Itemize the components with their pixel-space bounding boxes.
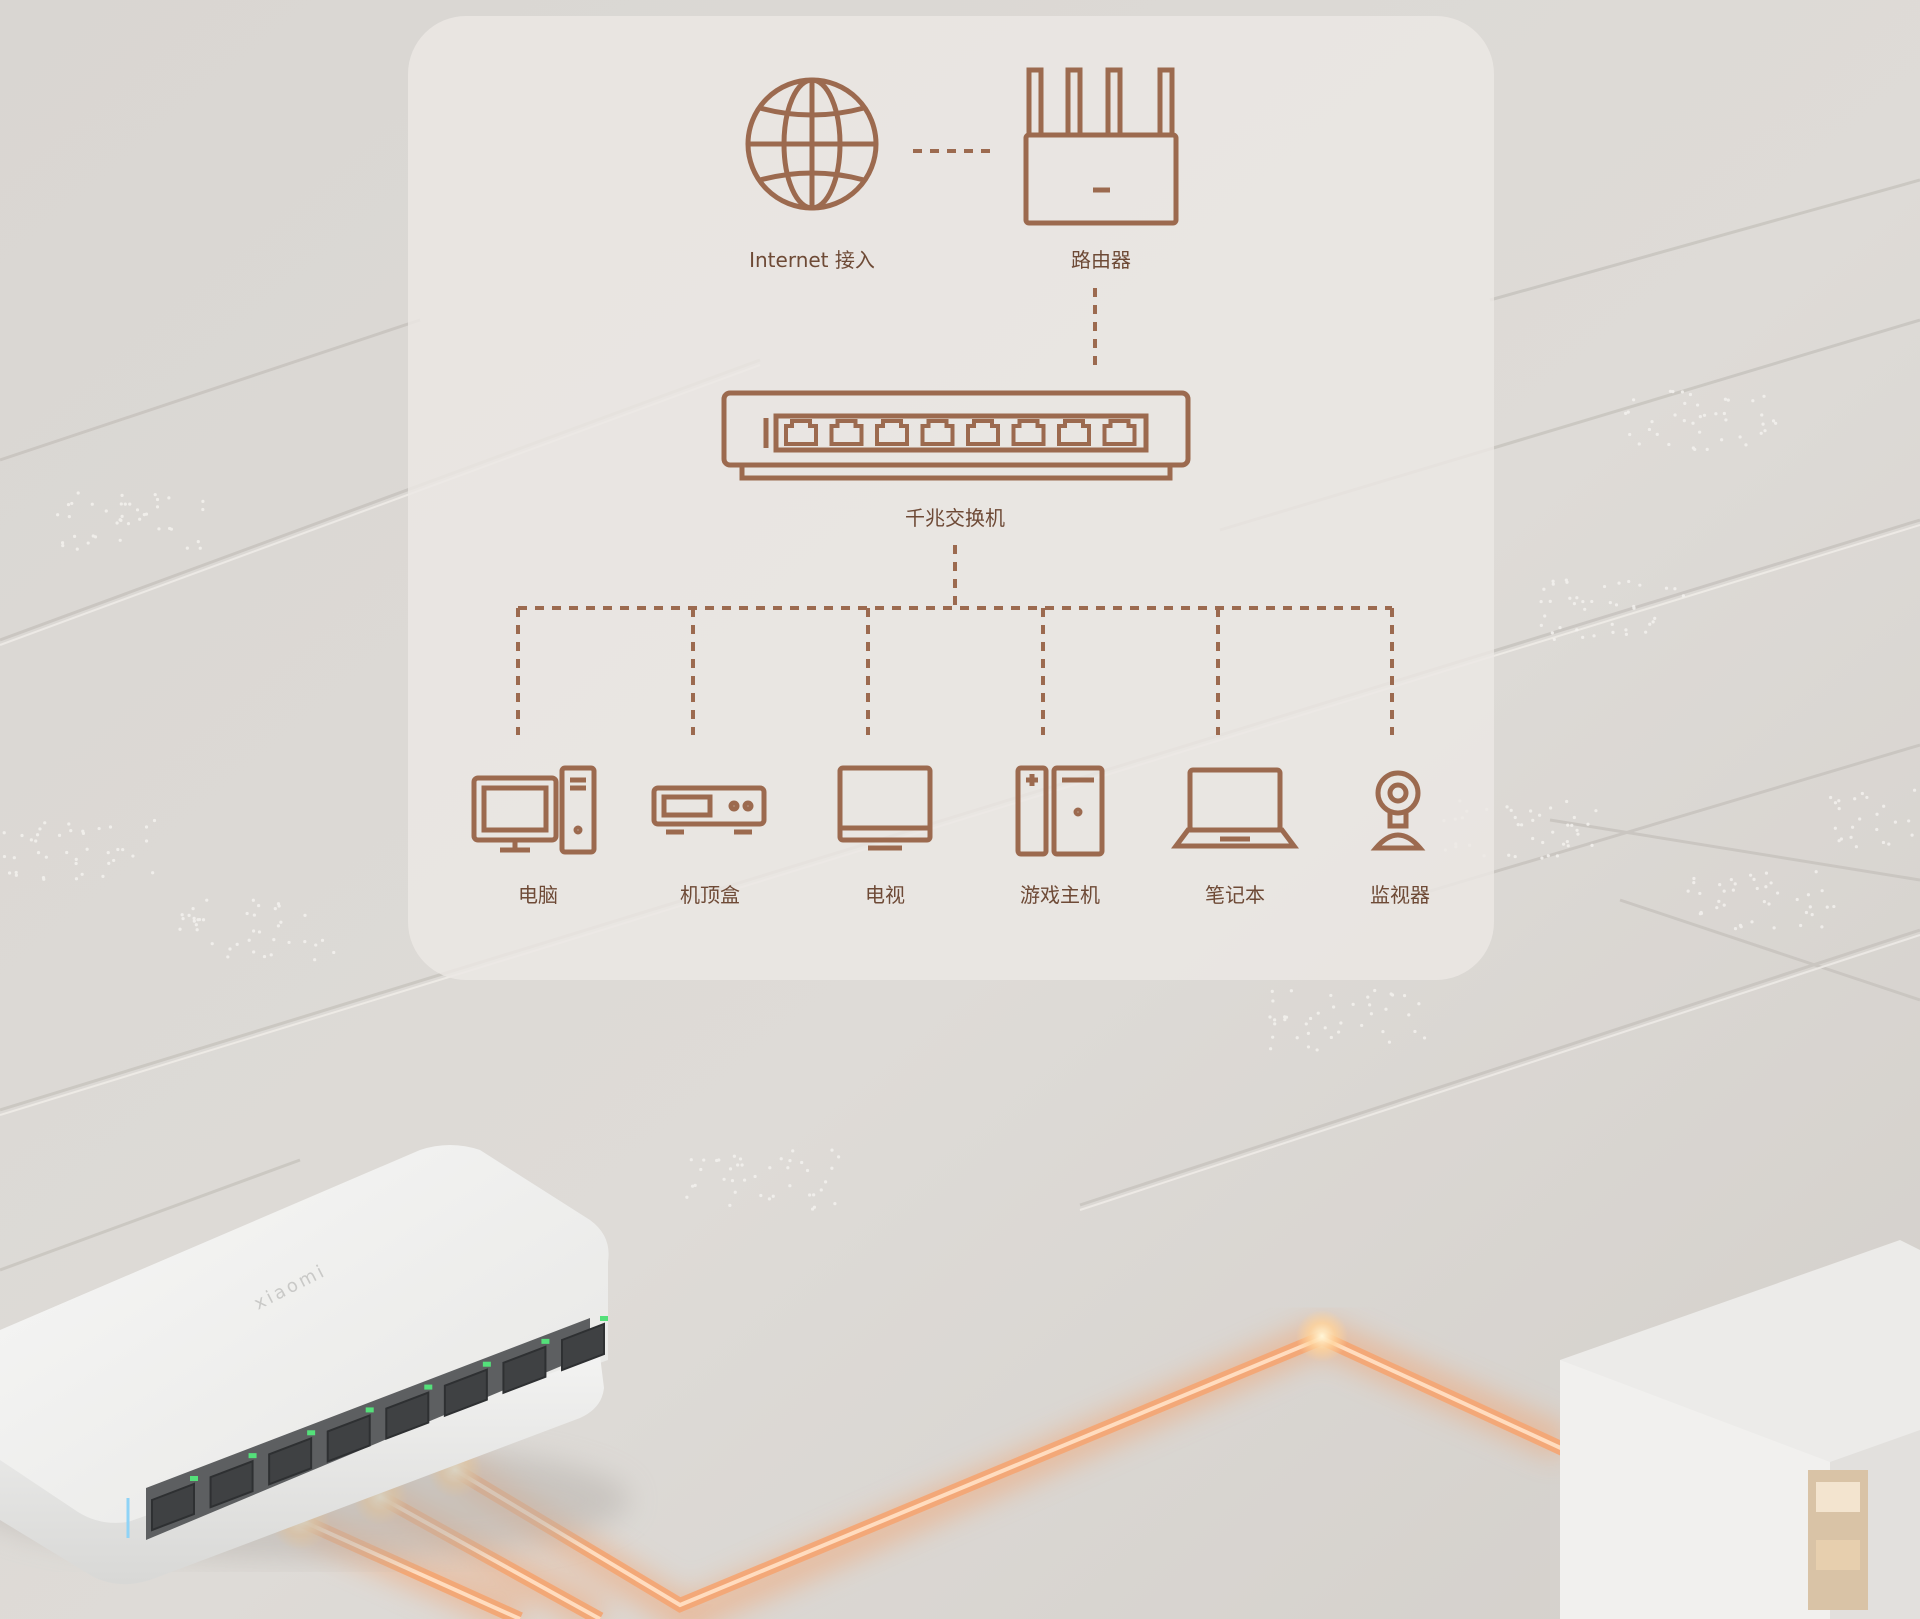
ethernet-port-4 [326, 1413, 371, 1463]
game-console-icon [1015, 765, 1105, 857]
switch-label: 千兆交换机 [905, 506, 1005, 530]
ethernet-port-1 [151, 1482, 195, 1532]
device-label-2: 机顶盒 [680, 883, 740, 907]
port-led-5 [424, 1384, 433, 1390]
connected-device-block [1560, 1240, 1920, 1619]
floor-speckles [2, 389, 1917, 1211]
switch-port-icon-8 [1102, 419, 1137, 446]
diagram-connectors [516, 149, 1394, 735]
port-led-7 [541, 1338, 550, 1344]
tv-icon [837, 765, 933, 851]
device-label-3: 电视 [865, 883, 905, 907]
port-led-6 [482, 1361, 491, 1367]
switch-port-icon-7 [1057, 419, 1091, 446]
switch-ports [784, 419, 1137, 446]
laptop-icon [1171, 767, 1299, 849]
router-label: 路由器 [1071, 248, 1131, 272]
port-led-1 [190, 1476, 198, 1481]
globe-icon [745, 77, 879, 211]
switch-port-icon-3 [875, 419, 909, 446]
internet-label: Internet 接入 [749, 248, 875, 272]
switch-port-icon-2 [829, 419, 864, 446]
switch-port-row [151, 1316, 608, 1532]
switch-port-icon-1 [784, 419, 818, 446]
ethernet-port-5 [385, 1391, 430, 1441]
port-led-8 [600, 1316, 608, 1321]
security-camera-icon [1370, 770, 1426, 851]
ethernet-port-7 [502, 1345, 547, 1395]
diagram-panel [408, 16, 1494, 980]
switch-icon [721, 390, 1191, 481]
router-icon [1023, 67, 1179, 226]
ethernet-port-6 [443, 1368, 488, 1418]
set-top-box-icon [651, 785, 767, 835]
desktop-computer-icon [471, 765, 597, 855]
port-led-3 [307, 1430, 316, 1436]
port-led-2 [248, 1453, 257, 1459]
ethernet-port-8 [561, 1322, 605, 1372]
ethernet-port-3 [268, 1436, 313, 1486]
device-label-4: 游戏主机 [1020, 883, 1100, 907]
switch-port-icon-4 [920, 419, 955, 446]
switch-port-icon-6 [1011, 419, 1046, 446]
device-label-6: 监视器 [1370, 883, 1430, 907]
ethernet-port-2 [209, 1459, 254, 1509]
switch-port-icon-5 [966, 419, 1000, 446]
port-led-4 [365, 1407, 374, 1413]
device-label-1: 电脑 [518, 883, 558, 907]
device-label-5: 笔记本 [1205, 883, 1265, 907]
